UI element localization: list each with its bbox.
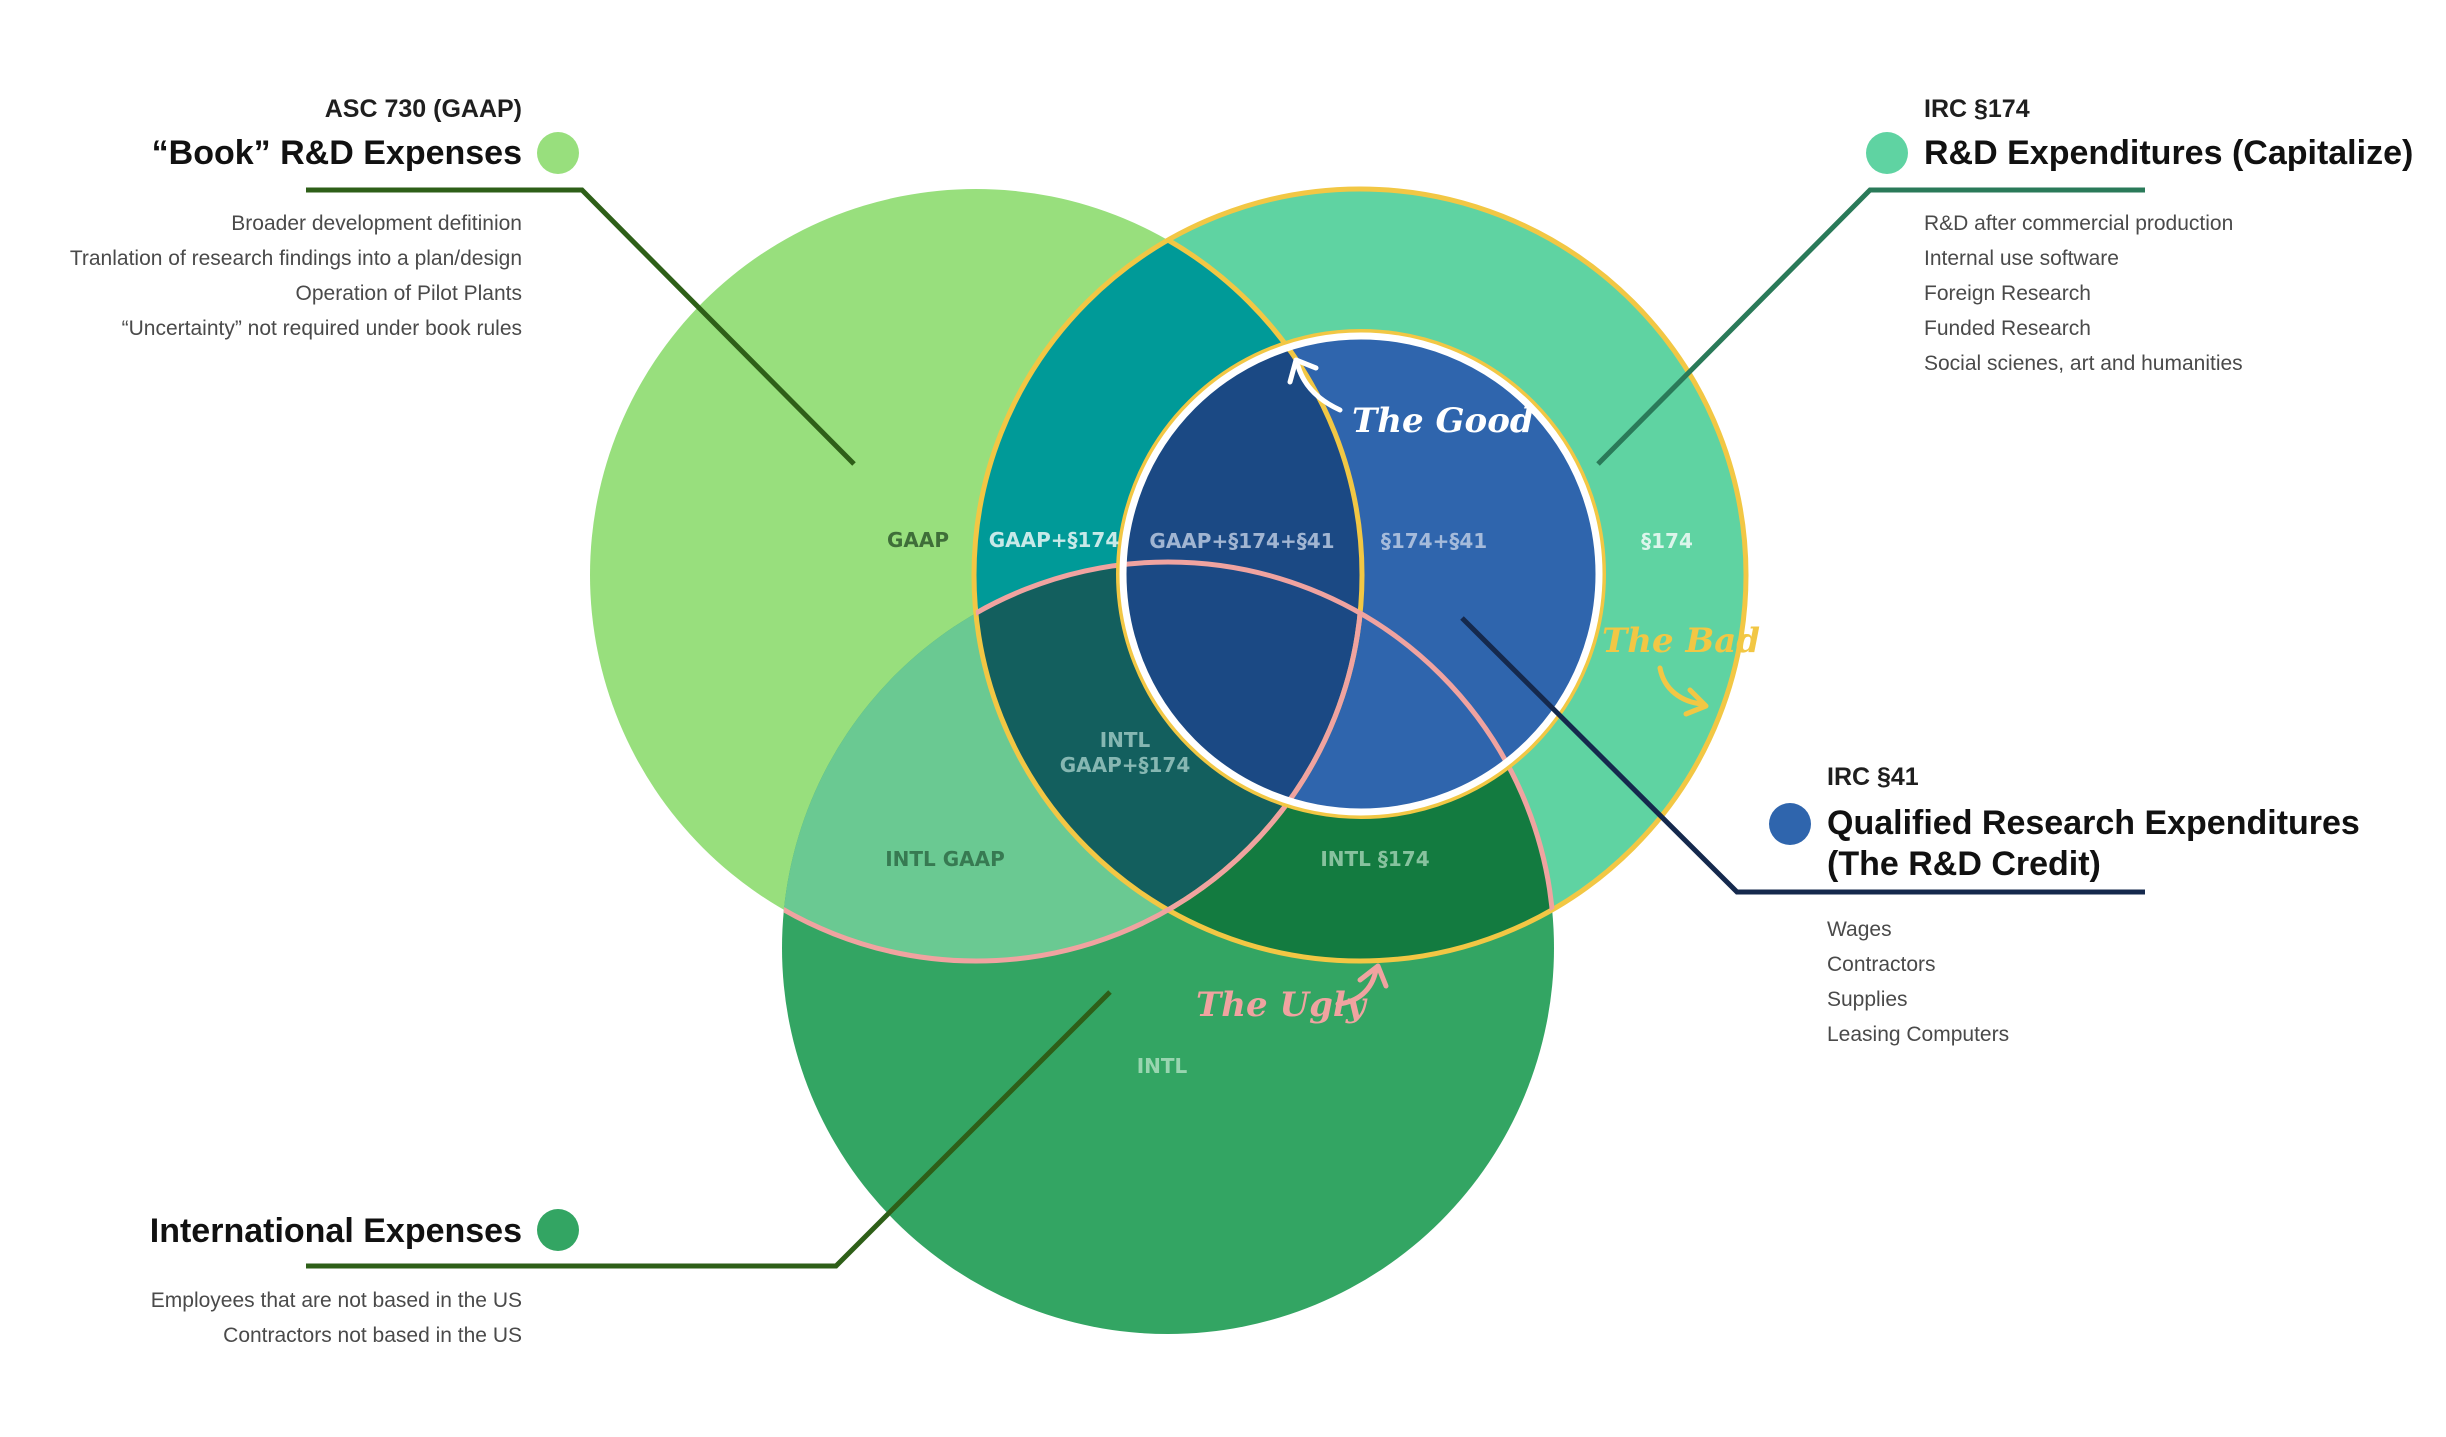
s41-bullet: Contractors [1827,953,1936,976]
region-label-gaap: GAAP [887,528,949,552]
ugly-arrowhead-icon [1357,963,1389,989]
annotation-good: The Good [1352,401,1534,441]
s41-leader-line [1460,616,2145,895]
bad-outline-inner [974,189,1365,961]
region-label-gaap-174: GAAP+§174 [989,528,1120,552]
region-label-174: §174 [1641,529,1693,553]
intl-title: International Expenses [150,1212,522,1250]
s174-eyebrow: IRC §174 [1924,95,2030,123]
s41-dot-icon [1769,803,1811,845]
bad-arrow-icon [1657,665,1705,707]
annotation-bad: The Bad [1602,621,1760,661]
intl-dot-icon [537,1209,579,1251]
s41-title-line2: (The R&D Credit) [1827,845,2101,883]
region-label-intl: INTL [1137,1054,1188,1078]
region-label-intl-gaap-174-line1: INTL [1100,728,1151,752]
s174-bullet: Internal use software [1924,247,2119,270]
s41-outline-white [1119,332,1603,816]
s41-bullet: Supplies [1827,988,1908,1011]
intl-leader-line [306,990,1112,1269]
s41-outline-gold [1116,329,1606,819]
region-label-intl-174: INTL §174 [1320,847,1429,871]
intl-bullet: Contractors not based in the US [223,1324,522,1347]
good-arrowhead-icon [1287,357,1319,385]
bad-outline [971,186,1749,964]
s174-title: R&D Expenditures (Capitalize) [1924,134,2413,172]
s41-title-line1: Qualified Research Expenditures [1827,804,2360,842]
s41-bullet: Wages [1827,918,1892,941]
intl-bullet: Employees that are not based in the US [151,1289,522,1312]
region-label-gaap-174-41: GAAP+§174+§41 [1149,529,1334,553]
s41-eyebrow: IRC §41 [1827,763,1919,791]
gaap-bullet: Operation of Pilot Plants [296,282,522,305]
region-label-intl-gaap: INTL GAAP [885,847,1005,871]
gaap-bullet: Tranlation of research findings into a p… [70,247,522,270]
bad-arrowhead-icon [1683,687,1709,717]
s174-leader-line [1596,187,2145,466]
gaap-bullet: “Uncertainty” not required under book ru… [122,317,522,340]
s174-bullet: Funded Research [1924,317,2091,340]
ugly-arrow-icon [1335,967,1379,1007]
region-label-174-41: §174+§41 [1381,529,1487,553]
gaap-eyebrow: ASC 730 (GAAP) [325,95,522,123]
s174-bullet: Foreign Research [1924,282,2091,305]
gaap-dot-icon [537,132,579,174]
s41-bullet: Leasing Computers [1827,1023,2009,1046]
gaap-leader-line [306,187,856,466]
gaap-title: “Book” R&D Expenses [152,134,522,172]
s174-bullet: Social scienes, art and humanities [1924,352,2243,375]
good-arrow-icon [1295,363,1343,413]
s174-dot-icon [1866,132,1908,174]
s174-bullet: R&D after commercial production [1924,212,2233,235]
gaap-bullet: Broader development defitinion [231,212,522,235]
region-label-intl-gaap-174-line2: GAAP+§174 [1060,753,1191,777]
